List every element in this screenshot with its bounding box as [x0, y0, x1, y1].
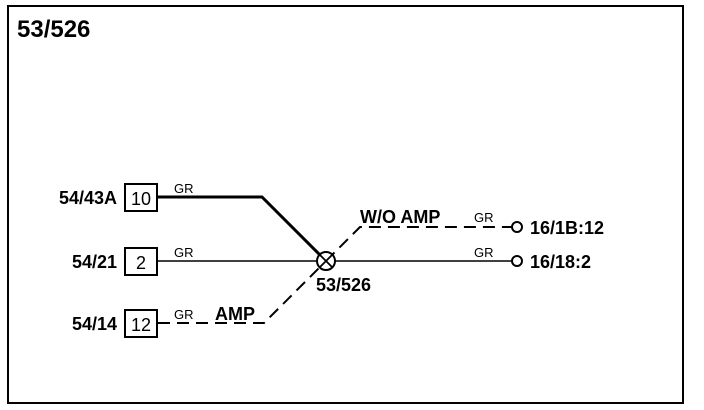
- wire-54-14-amp: [158, 260, 327, 324]
- splice-53-526: 53/526: [316, 251, 371, 295]
- connector-label: 54/14: [72, 314, 117, 334]
- wire-color-label: GR: [474, 245, 494, 260]
- option-label: W/O AMP: [360, 207, 440, 227]
- pin-number: 12: [131, 315, 151, 335]
- connector-54-21: 54/21 2 GR: [72, 245, 194, 276]
- connector-16-1b-12: W/O AMP GR 16/1B:12: [360, 207, 604, 238]
- connector-54-43a: 54/43A 10 GR: [59, 181, 194, 212]
- wire-color-label: GR: [474, 210, 494, 225]
- pin-box: [124, 183, 158, 212]
- connector-label: 16/1B:12: [530, 218, 604, 238]
- wire-16-1b-12-wo-amp: [325, 226, 512, 262]
- pin-number: 2: [136, 253, 146, 273]
- pin-box: [124, 247, 158, 276]
- wire-color-label: GR: [174, 307, 194, 322]
- splice-label: 53/526: [316, 275, 371, 295]
- wire-54-43a: [158, 195, 328, 263]
- wire-color-label: GR: [174, 245, 194, 260]
- option-label: AMP: [215, 304, 255, 324]
- wire-color-label: GR: [174, 181, 194, 196]
- diagram-title: 53/526: [17, 16, 90, 43]
- connector-label: 54/43A: [59, 188, 117, 208]
- connector-54-14: 54/14 12 GR AMP: [72, 304, 255, 338]
- connector-label: 16/18:2: [530, 252, 591, 272]
- connector-16-18-2: GR 16/18:2: [474, 245, 591, 272]
- diagram-frame: [7, 5, 684, 404]
- connector-label: 54/21: [72, 252, 117, 272]
- pin-number: 10: [131, 189, 151, 209]
- pin-box: [124, 309, 158, 338]
- terminal-circle-icon: [511, 255, 523, 267]
- terminal-circle-icon: [511, 221, 523, 233]
